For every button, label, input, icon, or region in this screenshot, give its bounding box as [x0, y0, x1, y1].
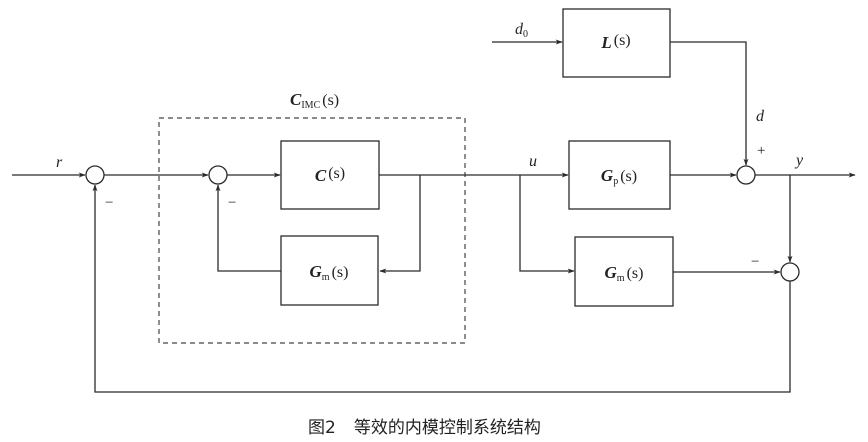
- caption-text: 等效的内模控制系统结构: [354, 418, 541, 438]
- caption-number: 图2: [308, 418, 336, 438]
- sum4-minus-sign: −: [751, 254, 759, 270]
- block-gp: Gp(s): [568, 140, 671, 210]
- signal-d0-label: d0: [515, 21, 528, 40]
- signal-d-label: d: [756, 108, 765, 125]
- block-gm-inner-label: Gm(s): [310, 262, 349, 283]
- block-l: L(s): [562, 8, 671, 78]
- wire-u-to-gm-outer: [519, 175, 575, 274]
- wire-outer-feedback: [92, 184, 791, 393]
- signal-y-label: y: [794, 152, 804, 169]
- sum1-minus-sign: −: [105, 195, 113, 211]
- summing-junction-2: [208, 165, 228, 185]
- wire-d: [670, 41, 749, 166]
- wire-inner-feedback: [215, 184, 281, 272]
- block-c: C(s): [280, 140, 380, 210]
- block-gm-inner: Gm(s): [280, 235, 379, 306]
- block-gp-label: Gp(s): [601, 166, 637, 187]
- cimc-group-label: CIMC(s): [290, 90, 339, 111]
- summing-junction-1: [85, 165, 105, 185]
- cimc-group-boundary: [158, 117, 466, 344]
- summing-junction-3: [736, 165, 756, 185]
- signal-r-label: r: [56, 154, 63, 171]
- block-gm-outer-label: Gm(s): [605, 263, 644, 284]
- wire-inner-model-input: [379, 175, 421, 274]
- signal-u-label: u: [529, 153, 537, 170]
- block-l-label: L(s): [600, 32, 630, 52]
- summing-junction-4: [780, 262, 800, 282]
- sum3-plus-sign: +: [757, 143, 765, 159]
- figure-caption: 图2 等效的内模控制系统结构: [308, 418, 541, 438]
- block-gm-outer: Gm(s): [574, 236, 674, 307]
- block-c-label: C(s): [315, 165, 345, 185]
- sum2-minus-sign: −: [228, 195, 236, 211]
